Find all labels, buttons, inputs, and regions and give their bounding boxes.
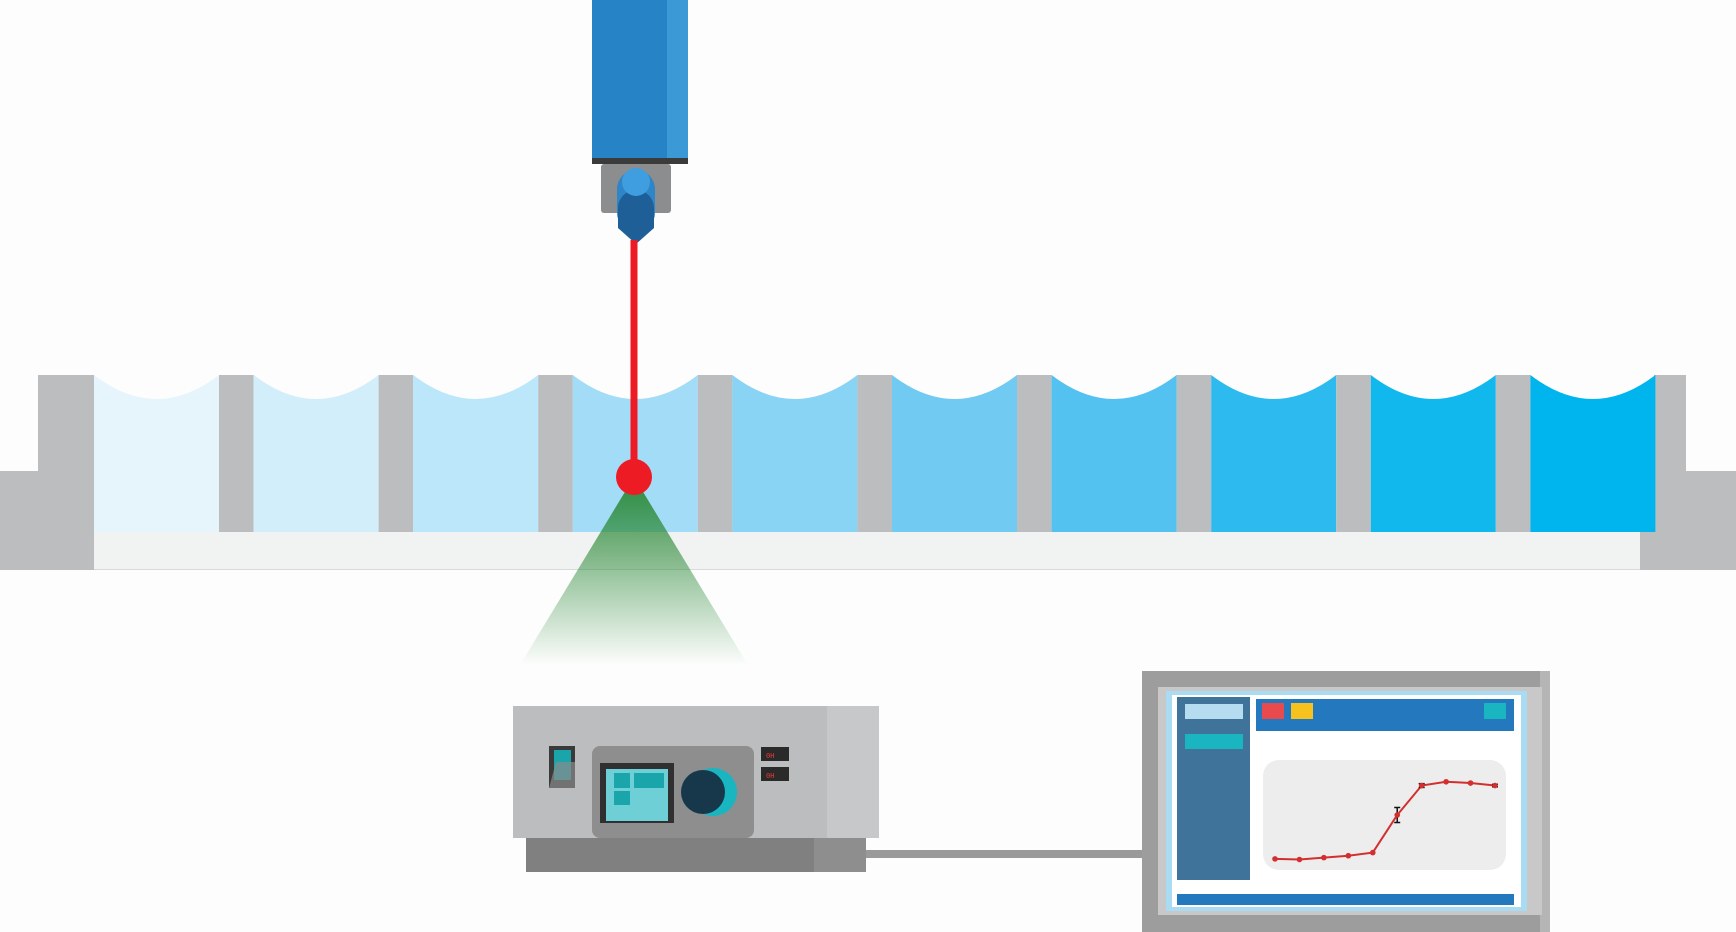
chart-line: [1274, 780, 1496, 861]
well-divider: [219, 375, 254, 532]
well-divider: [697, 375, 733, 532]
detector-display-2-text: 0H: [766, 772, 774, 780]
well-1: [94, 375, 219, 532]
laser-focal-point: [616, 459, 652, 495]
chart-point: [1272, 856, 1278, 862]
laser-housing-band: [592, 158, 688, 164]
chart-panel: [1263, 760, 1506, 870]
laser-source: [592, 0, 688, 244]
detector-display-1: [761, 747, 789, 761]
detector-screen-block-c: [614, 791, 630, 805]
well-divider: [1176, 375, 1212, 532]
laser-housing-highlight: [667, 0, 688, 162]
detector-screen-block-b: [634, 773, 664, 788]
monitor-bezel-highlight: [1540, 671, 1550, 932]
chart-point: [1467, 780, 1474, 786]
well-5: [732, 375, 858, 532]
detector-display-1-text: 0H: [766, 752, 774, 760]
app-status-bar: [1177, 894, 1514, 905]
detector-knob[interactable]: [681, 770, 725, 814]
laser-nozzle-tip: [618, 190, 654, 244]
sidebar-item-2[interactable]: [1185, 734, 1243, 749]
tray-base: [0, 532, 1736, 570]
well-10: [1530, 375, 1656, 532]
tray-left-wall: [38, 375, 94, 570]
well-divider: [538, 375, 573, 532]
well-6: [892, 375, 1017, 532]
well-divider: [1017, 375, 1052, 532]
well-divider: [378, 375, 414, 532]
detector-screen-block-a: [614, 773, 630, 788]
titration-chart: [1272, 778, 1498, 863]
well-9: [1370, 375, 1496, 532]
well-3: [413, 375, 539, 532]
chart-point: [1418, 782, 1425, 789]
emission-cone: [520, 477, 748, 665]
chart-point: [1296, 856, 1303, 863]
app-sidebar: [1177, 697, 1250, 880]
laser-nozzle-ring: [622, 168, 650, 196]
well-divider: [857, 375, 892, 532]
detector-body-side: [827, 706, 879, 838]
well-7: [1051, 375, 1177, 532]
chart-point: [1345, 852, 1352, 859]
detector-base: [526, 838, 866, 872]
toolbar-yellow-button[interactable]: [1291, 703, 1313, 719]
chart-point: [1492, 782, 1498, 789]
monitor: [1142, 671, 1550, 932]
chart-point: [1369, 849, 1376, 856]
detector-display-2: [761, 767, 789, 781]
sidebar-item-1[interactable]: [1185, 704, 1243, 719]
well-divider: [1495, 375, 1531, 532]
well-2: [253, 375, 379, 532]
detector-switch-shadow: [549, 762, 575, 788]
toolbar-red-button[interactable]: [1262, 703, 1284, 719]
well-tray: [0, 375, 1736, 570]
detector-base-side: [814, 838, 866, 872]
detector-instrument: 0H 0H: [513, 706, 879, 872]
data-cable: [866, 850, 1144, 858]
chart-point: [1394, 812, 1401, 818]
tray-right-wall: [1654, 375, 1686, 532]
chart-point: [1443, 778, 1449, 785]
chart-point: [1321, 854, 1327, 861]
toolbar-teal-button[interactable]: [1484, 703, 1506, 719]
well-8: [1211, 375, 1337, 532]
well-divider: [1336, 375, 1371, 532]
